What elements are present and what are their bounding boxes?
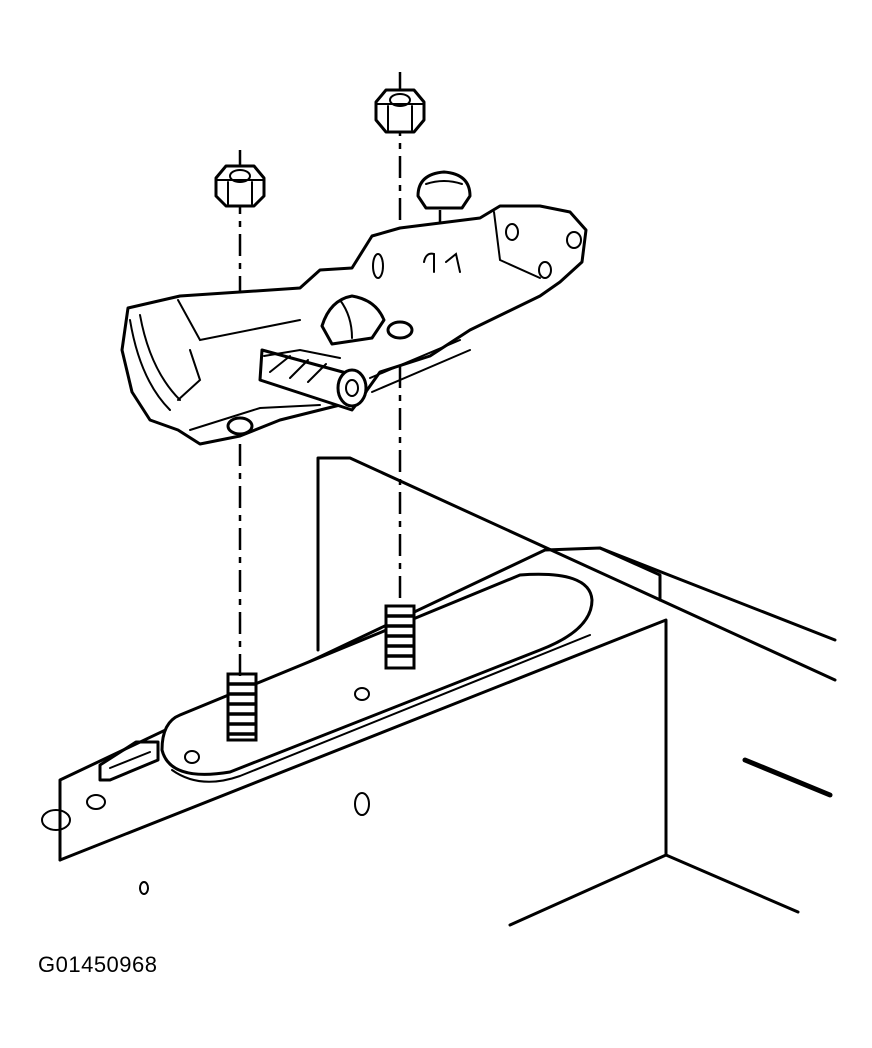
mount-bracket bbox=[120, 204, 588, 446]
stud-left bbox=[226, 672, 258, 742]
frame-holes bbox=[41, 740, 370, 895]
figure-id-label: G01450968 bbox=[38, 952, 158, 977]
frame-box bbox=[58, 456, 837, 927]
stud-right bbox=[384, 604, 416, 670]
nut-left bbox=[214, 164, 266, 208]
nut-right bbox=[374, 88, 426, 134]
bumper-cap bbox=[416, 170, 472, 210]
mounting-pad bbox=[160, 572, 594, 783]
